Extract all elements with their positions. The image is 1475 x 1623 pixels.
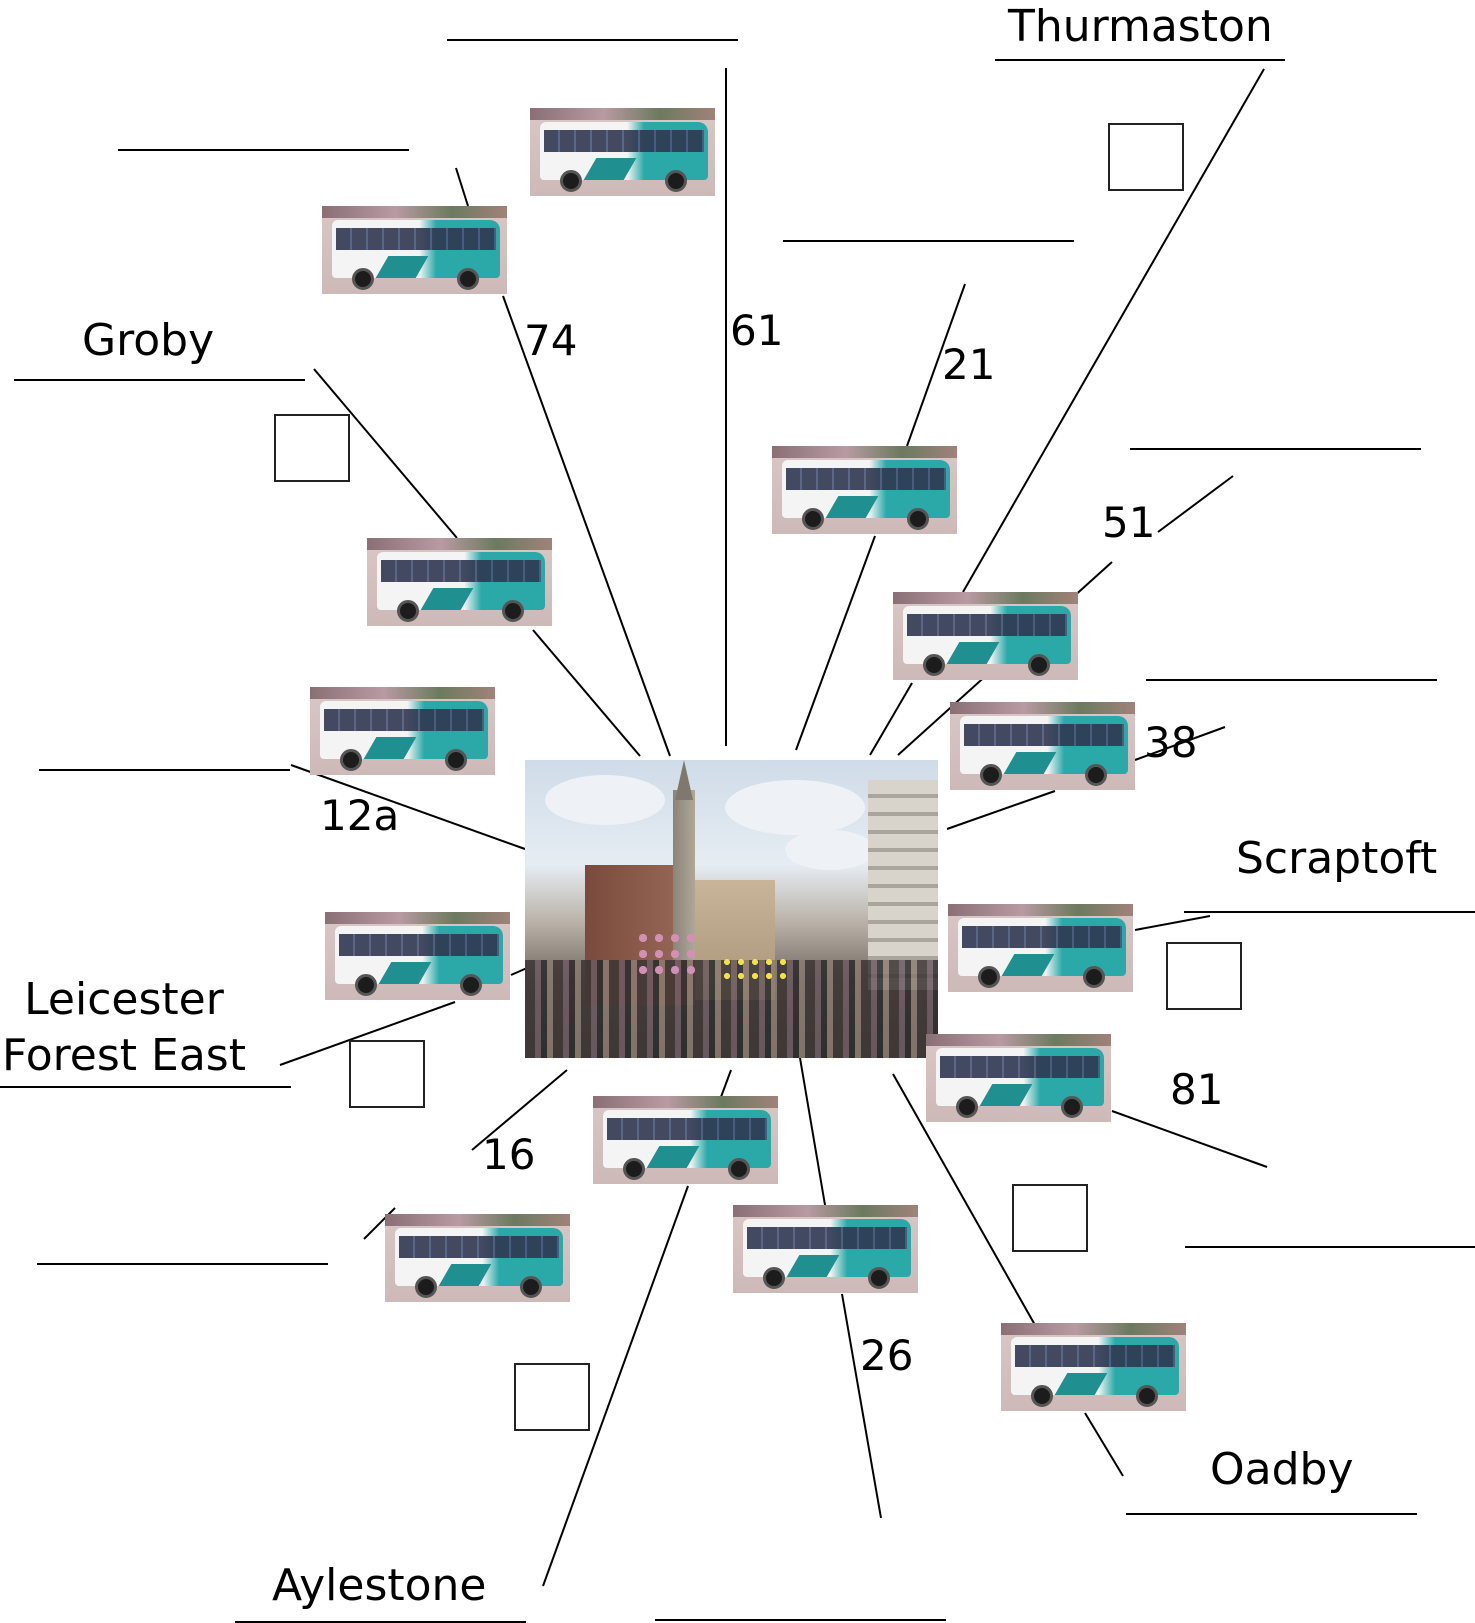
- bus-photo-icon: [926, 1034, 1111, 1122]
- bus-photo-icon: [593, 1096, 778, 1184]
- bus-photo-icon: [950, 702, 1135, 790]
- route-number-38: 38: [1144, 720, 1197, 766]
- bus-photo-icon: [893, 592, 1078, 680]
- answer-box-scraptoft[interactable]: [1166, 942, 1242, 1010]
- route-number-81: 81: [1170, 1067, 1223, 1113]
- destination-scraptoft: Scraptoft: [1236, 834, 1437, 884]
- bus-photo-icon: [385, 1214, 570, 1302]
- answer-box-groby[interactable]: [274, 414, 350, 482]
- route-number-12a: 12a: [320, 793, 399, 839]
- route-number-26: 26: [860, 1333, 913, 1379]
- route-number-51: 51: [1102, 500, 1155, 546]
- destination-thurmaston: Thurmaston: [1008, 2, 1273, 52]
- bus-photo-icon: [733, 1205, 918, 1293]
- bus-photo-icon: [322, 206, 507, 294]
- bus-photo-icon: [325, 912, 510, 1000]
- route-number-16: 16: [482, 1132, 535, 1178]
- destination-oadby: Oadby: [1210, 1445, 1354, 1495]
- answer-box-oadby[interactable]: [1012, 1184, 1088, 1252]
- route-number-21: 21: [942, 342, 995, 388]
- bus-photo-icon: [530, 108, 715, 196]
- destination-groby: Groby: [82, 316, 214, 366]
- town-centre-photo: [525, 760, 938, 1058]
- destination-leicester-forest-east: Leicester Forest East: [2, 972, 246, 1084]
- bus-photo-icon: [1001, 1323, 1186, 1411]
- answer-box-aylestone[interactable]: [514, 1363, 590, 1431]
- destination-aylestone: Aylestone: [272, 1561, 487, 1611]
- bus-photo-icon: [367, 538, 552, 626]
- bus-photo-icon: [948, 904, 1133, 992]
- answer-box-leicester-forest-east[interactable]: [349, 1040, 425, 1108]
- answer-box-thurmaston[interactable]: [1108, 123, 1184, 191]
- route-number-61: 61: [730, 308, 783, 354]
- route-number-74: 74: [524, 318, 577, 364]
- bus-photo-icon: [310, 687, 495, 775]
- bus-photo-icon: [772, 446, 957, 534]
